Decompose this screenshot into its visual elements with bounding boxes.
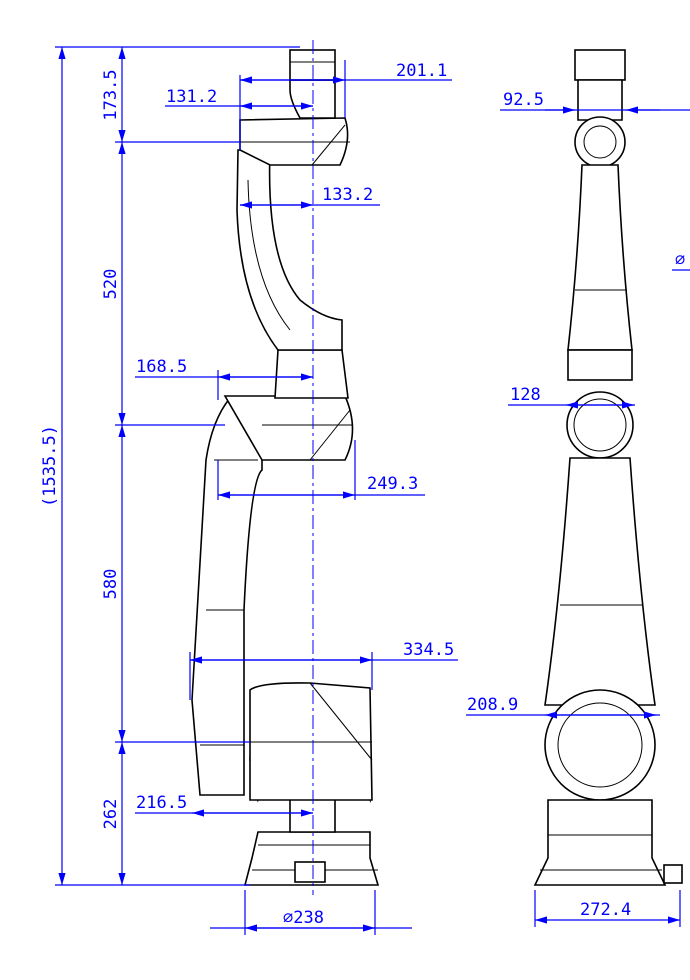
- dim-128: 128: [510, 385, 541, 405]
- height-label-4: 262: [101, 799, 121, 830]
- dim-92-5: 92.5: [503, 90, 544, 110]
- dim-249-3: 249.3: [367, 474, 418, 494]
- dim-208-9: 208.9: [467, 695, 518, 715]
- front-view-robot: [533, 49, 683, 886]
- dim-216-5: 216.5: [136, 793, 187, 813]
- height-label-1: 173.5: [101, 69, 121, 120]
- dim-diameter-cut: ⌀: [675, 250, 685, 270]
- side-dimensions: (1535.5) 173.5 520 580 262 201.1 131.2 1…: [40, 46, 458, 935]
- height-label-2: 520: [101, 269, 121, 300]
- dim-201-1: 201.1: [396, 61, 447, 81]
- dim-131-2: 131.2: [166, 87, 217, 107]
- front-dimensions: 92.5 ⌀ 128 208.9 272.4: [466, 90, 690, 927]
- overall-height-label: (1535.5): [40, 425, 60, 507]
- dim-168-5: 168.5: [136, 357, 187, 377]
- dim-272-4: 272.4: [580, 900, 631, 920]
- height-label-3: 580: [101, 569, 121, 600]
- dim-133-2: 133.2: [322, 185, 373, 205]
- dim-334-5: 334.5: [403, 640, 454, 660]
- dim-base-diameter: ⌀238: [283, 908, 324, 928]
- side-view-robot: [191, 49, 380, 886]
